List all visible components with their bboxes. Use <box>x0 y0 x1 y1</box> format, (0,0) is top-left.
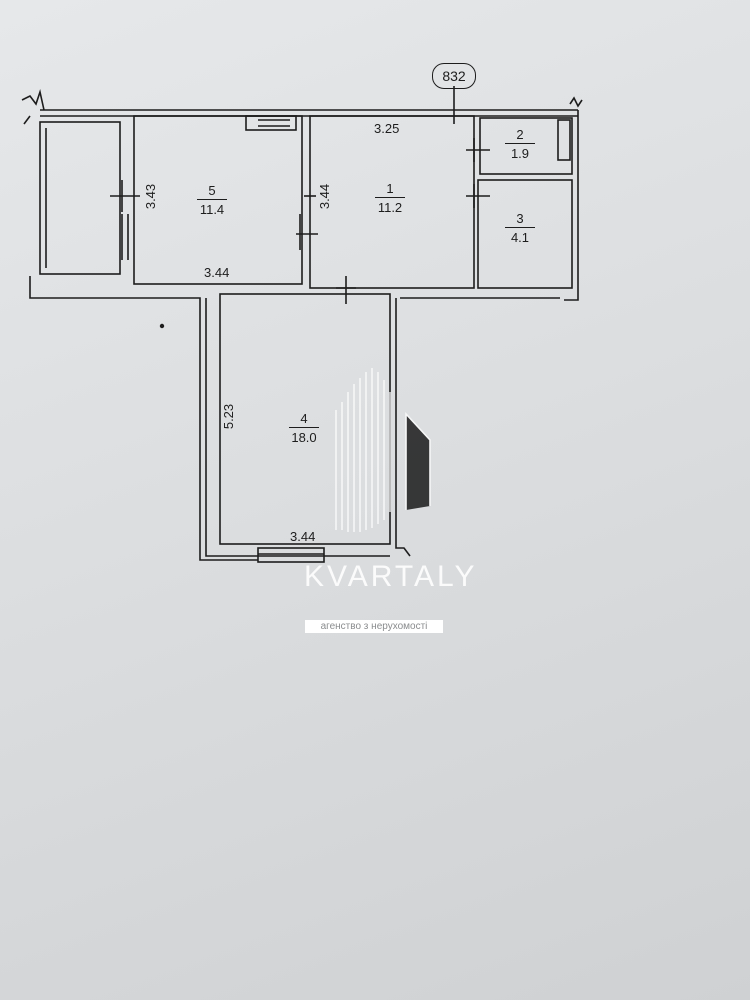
door-mark-room3 <box>466 184 490 208</box>
outer-wall-right <box>564 110 579 301</box>
wall-stub-left <box>21 89 45 125</box>
outer-wall-top <box>40 109 578 117</box>
room-5-outline <box>133 115 303 285</box>
dimension-room5-side: 3.43 <box>143 183 159 210</box>
dimension-room1-top: 3.25 <box>374 121 400 136</box>
door-mark-room2 <box>466 138 490 162</box>
dimension-room1-side: 3.44 <box>317 183 333 210</box>
room-3-outline <box>477 179 573 289</box>
dimension-room4-side: 5.23 <box>221 403 237 430</box>
wall-stub-right <box>569 96 583 108</box>
door-mark-room5 <box>296 214 318 250</box>
dimension-room4-bottom: 3.44 <box>290 529 316 544</box>
watermark-tagline: агенство з нерухомості <box>305 620 443 633</box>
room-2-outline <box>479 117 573 175</box>
axis-label-badge: 832 <box>432 63 476 89</box>
dimension-room5-bottom: 3.44 <box>204 265 230 280</box>
watermark-name: KVARTALY <box>304 560 478 593</box>
watermark-logo-bars <box>335 368 431 532</box>
room-4-outer <box>205 298 411 557</box>
fixture-room-2 <box>557 119 571 161</box>
corridor-wall <box>29 276 258 561</box>
balcony-outline <box>39 121 121 275</box>
door-mark-room4 <box>336 276 356 304</box>
balcony-door-lines <box>121 214 129 260</box>
window-room-4 <box>257 547 325 563</box>
radiator-room-5 <box>245 115 297 131</box>
door-mark-balcony <box>110 180 140 212</box>
